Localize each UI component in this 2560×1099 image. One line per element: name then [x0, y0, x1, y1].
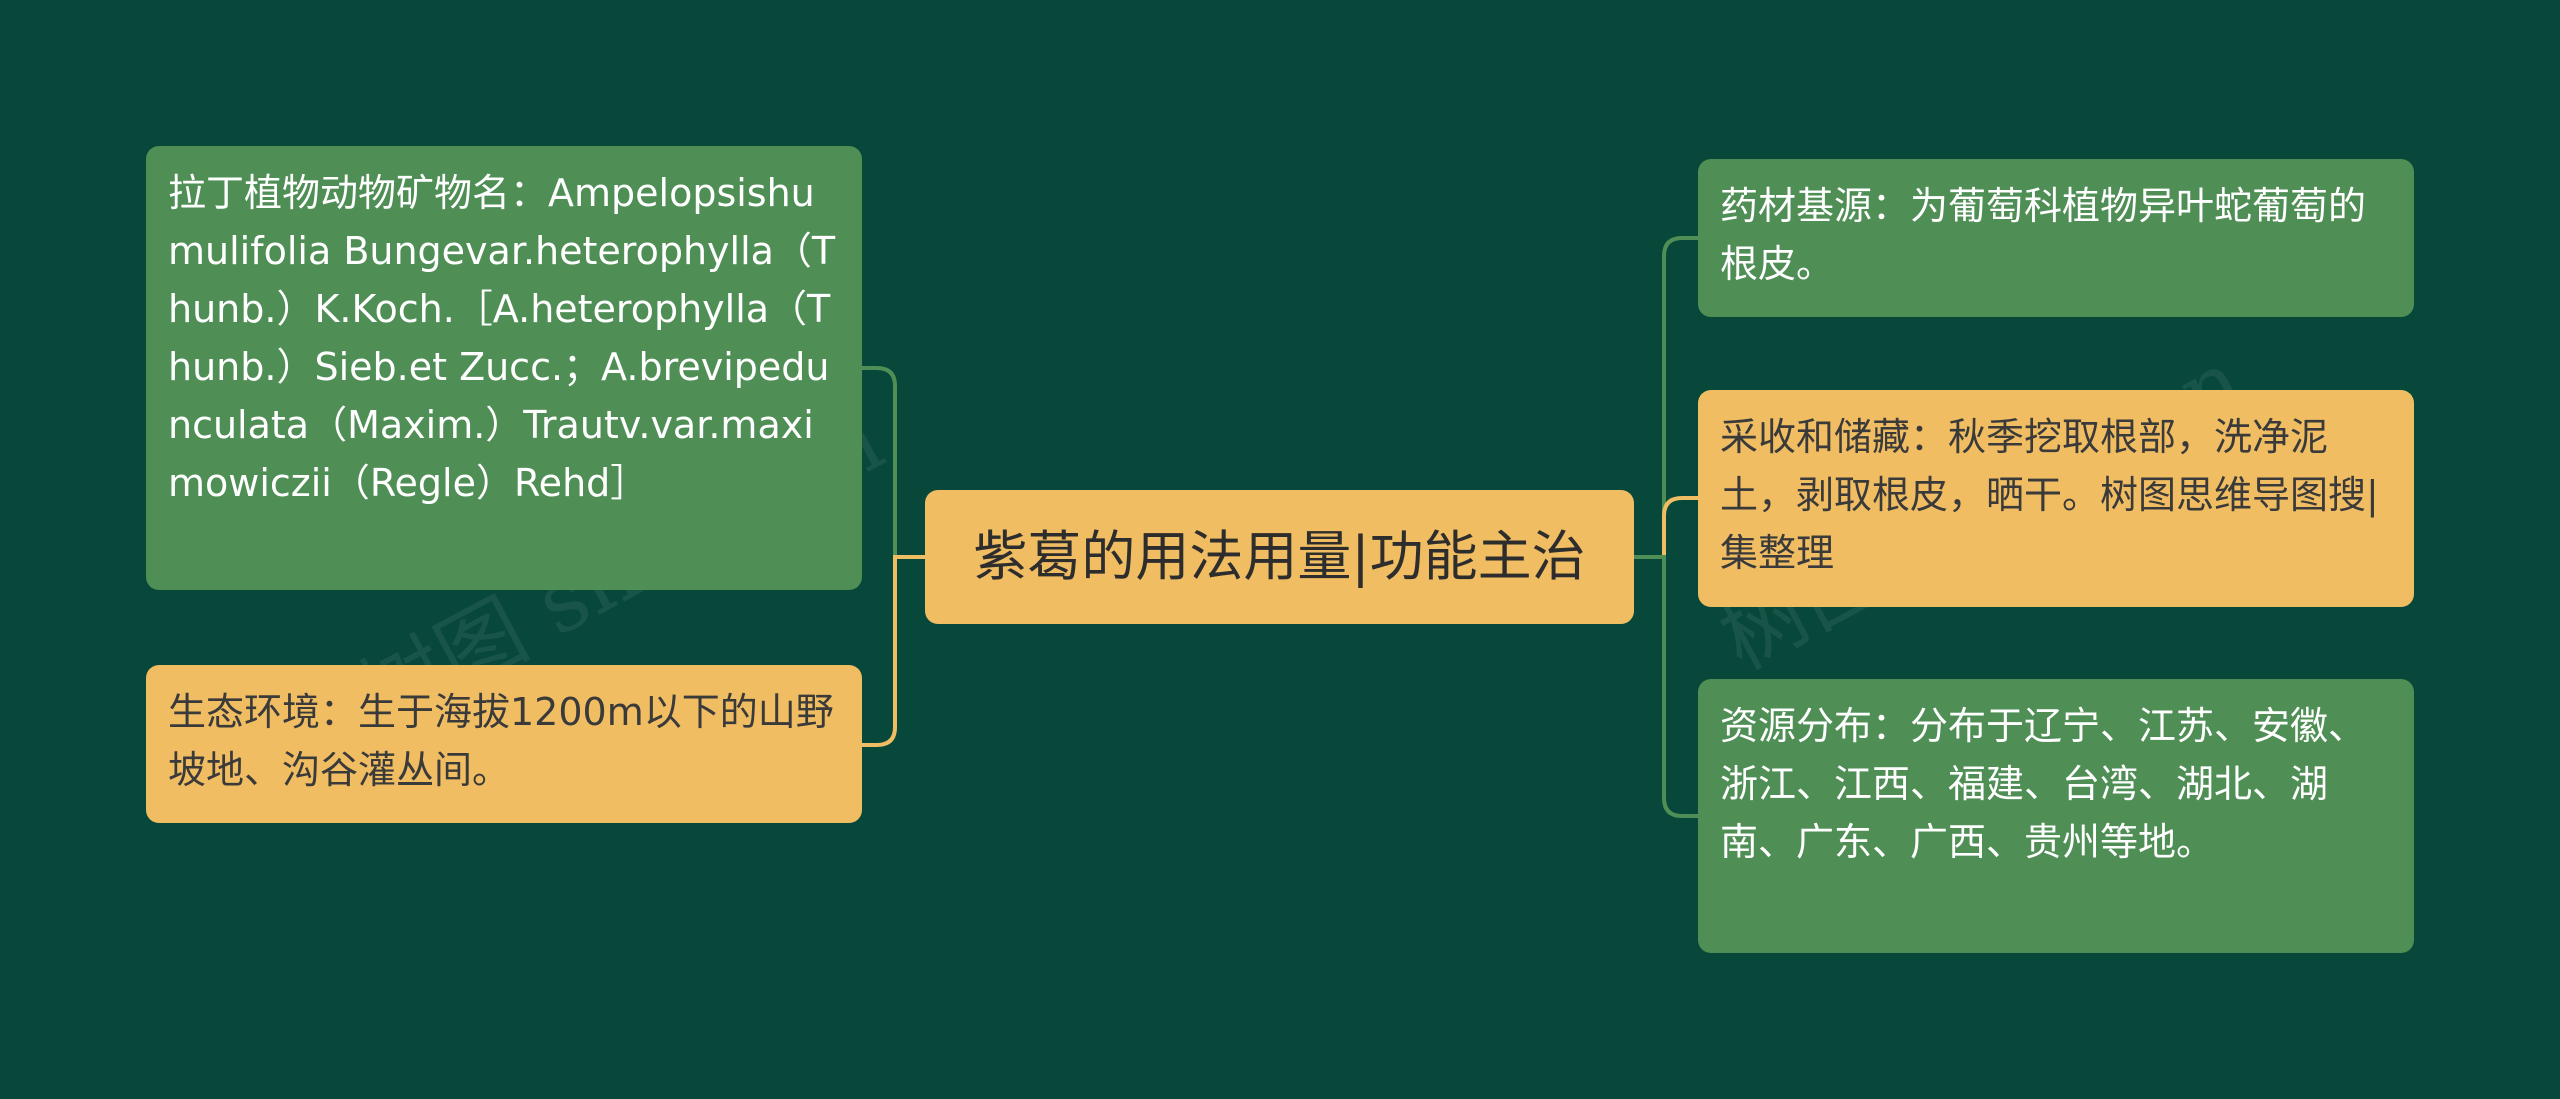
link-harvest	[1634, 496, 1698, 559]
topic-source[interactable]: 药材基源：为葡萄科植物异叶蛇葡萄的根皮。	[1698, 159, 2414, 317]
link-distribution	[1634, 555, 1698, 818]
topic-habitat[interactable]: 生态环境：生于海拔1200m以下的山野坡地、沟谷灌丛间。	[146, 665, 862, 823]
link-latin	[862, 366, 925, 559]
topic-distribution[interactable]: 资源分布：分布于辽宁、江苏、安徽、浙江、江西、福建、台湾、湖北、湖南、广东、广西…	[1698, 679, 2414, 953]
topic-harvest[interactable]: 采收和储藏：秋季挖取根部，洗净泥土，剥取根皮，晒干。树图思维导图搜|集整理	[1698, 390, 2414, 607]
central-topic[interactable]: 紫葛的用法用量|功能主治	[925, 490, 1634, 624]
link-habitat	[862, 555, 925, 747]
link-source	[1634, 236, 1698, 559]
topic-latin-name[interactable]: 拉丁植物动物矿物名：Ampelopsishumulifolia Bungevar…	[146, 146, 862, 590]
